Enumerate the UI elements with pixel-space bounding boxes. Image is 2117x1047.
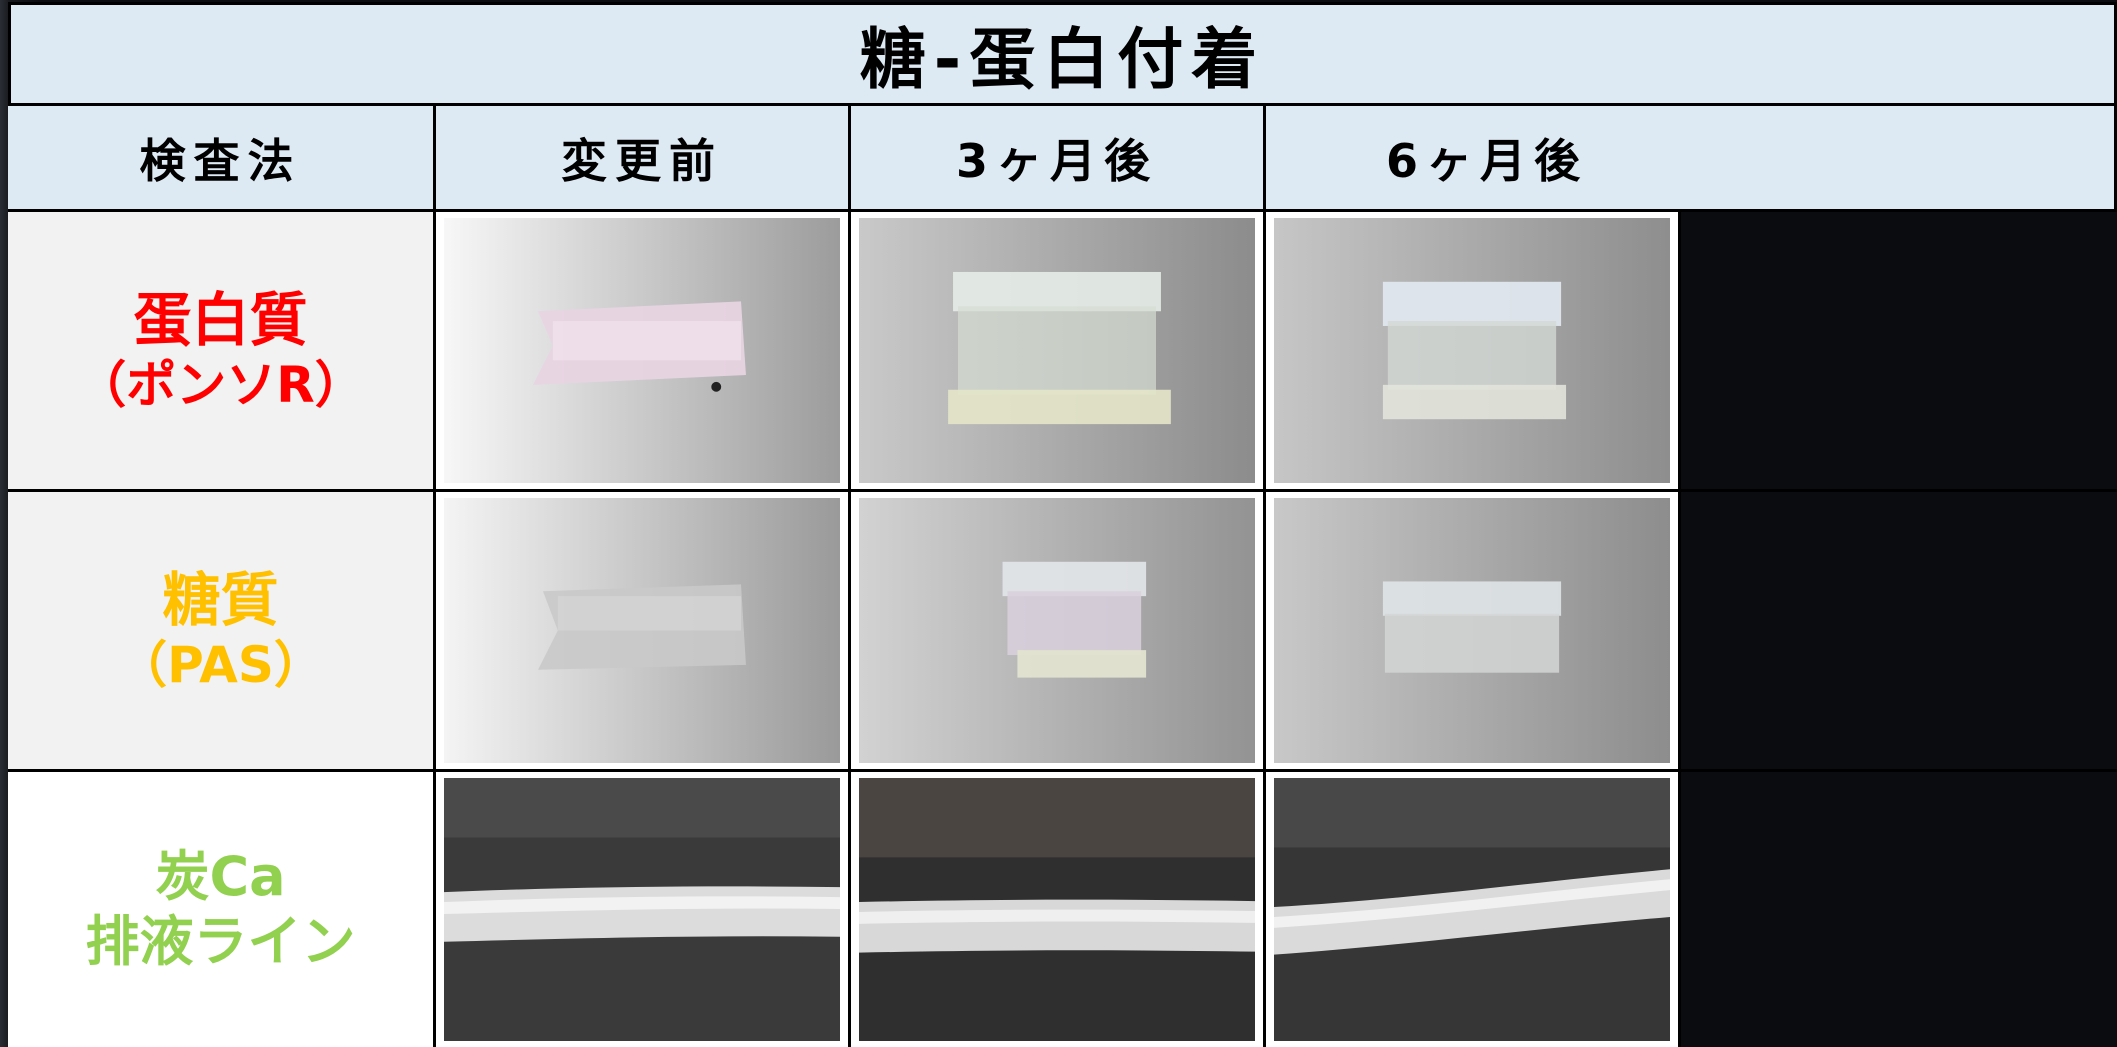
photo-protein-6-months-image (1274, 218, 1670, 483)
table-title: 糖‐蛋白付着 (859, 21, 1266, 98)
photo-protein-6-months-margin (1681, 212, 2117, 492)
photo-protein-6-months (1266, 212, 1681, 492)
photo-sugar-before (436, 492, 851, 772)
row-label-calcium: 炭Ca 排液ライン (8, 772, 436, 1047)
photo-sugar-6-months (1266, 492, 1681, 772)
photo-drain-line-before-image (444, 778, 840, 1041)
photo-sugar-6-months-image (1274, 498, 1670, 763)
row-label-sugar: 糖質 （PAS） (8, 492, 436, 772)
row-label-calcium-line2: 排液ライン (85, 909, 356, 973)
header-method: 検査法 (8, 106, 436, 212)
row-label-protein-line1: 蛋白質 (133, 285, 308, 354)
photo-drain-line-3-months-image (859, 778, 1255, 1041)
header-6-months: 6ヶ月後 (1266, 106, 2117, 212)
row-label-sugar-line2: （PAS） (117, 636, 324, 695)
photo-protein-3-months-image (859, 218, 1255, 483)
row-label-calcium-line1: 炭Ca (155, 844, 286, 908)
photo-drain-line-before (436, 772, 851, 1047)
header-before: 変更前 (436, 106, 851, 212)
photo-protein-before-image (444, 218, 840, 483)
row-label-protein: 蛋白質 （ポンソR） (8, 212, 436, 492)
photo-drain-line-6-months (1266, 772, 1681, 1047)
photo-protein-3-months (851, 212, 1266, 492)
photo-protein-before (436, 212, 851, 492)
row-label-sugar-line1: 糖質 (162, 565, 279, 634)
photo-sugar-3-months-image (859, 498, 1255, 763)
photo-drain-line-3-months (851, 772, 1266, 1047)
photo-sugar-before-image (444, 498, 840, 763)
table-title-row: 糖‐蛋白付着 (8, 2, 2117, 106)
photo-drain-line-6-months-image (1274, 778, 1670, 1041)
photo-sugar-6-months-margin (1681, 492, 2117, 772)
results-table: 糖‐蛋白付着 検査法 変更前 3ヶ月後 6ヶ月後 蛋白質 （ポンソR） (8, 2, 2117, 1047)
photo-drain-line-6-months-margin (1681, 772, 2117, 1047)
header-3-months: 3ヶ月後 (851, 106, 1266, 212)
photo-sugar-3-months (851, 492, 1266, 772)
row-label-protein-line2: （ポンソR） (76, 356, 365, 415)
